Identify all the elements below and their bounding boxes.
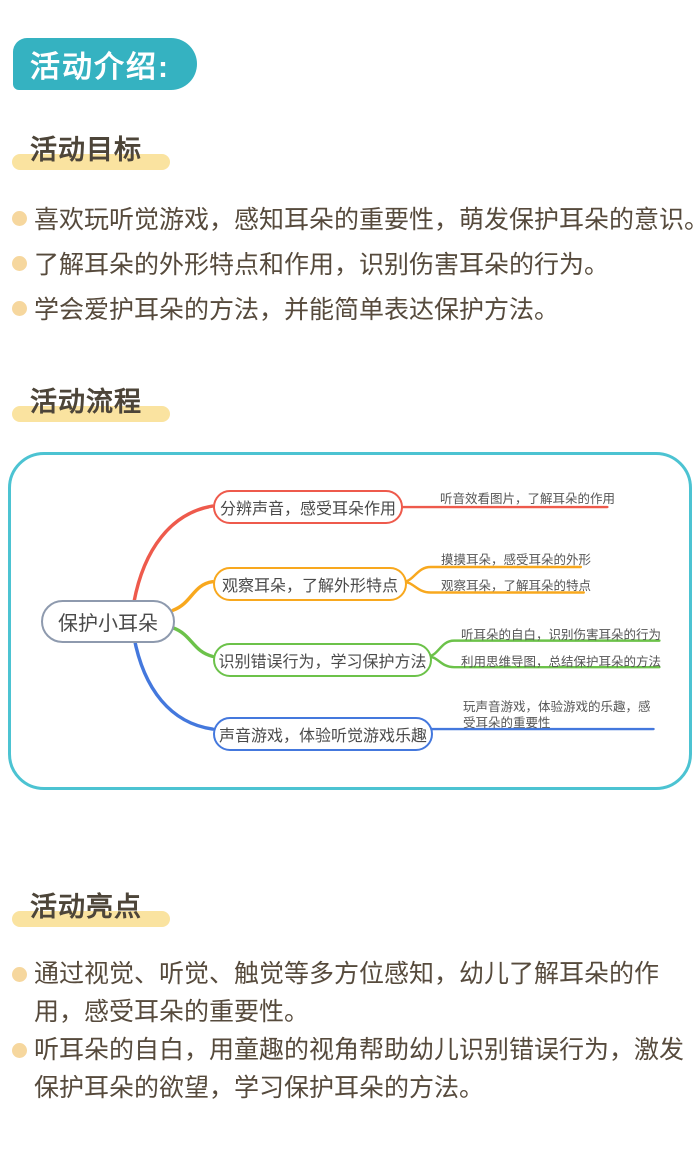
mindmap-connector-canvas: [132, 504, 661, 731]
highlights-list: 通过视觉、听觉、触觉等多方位感知，幼儿了解耳朵的作用，感受耳朵的重要性。 听耳朵…: [12, 955, 700, 1107]
page-title-badge: 活动介绍:: [13, 38, 197, 90]
highlights-heading: 活动亮点: [12, 891, 170, 927]
page-title: 活动介绍:: [30, 51, 170, 84]
list-item: 学会爱护耳朵的方法，并能简单表达保护方法。: [12, 288, 700, 333]
mindmap-leaf: 利用思维导图，总结保护耳朵的方法: [461, 655, 662, 669]
mindmap-leaf: 听音效看图片，了解耳朵的作用: [440, 492, 616, 506]
highlight-text: 通过视觉、听觉、触觉等多方位感知，幼儿了解耳朵的作用，感受耳朵的重要性。: [34, 960, 660, 1026]
goal-text: 学会爱护耳朵的方法，并能简单表达保护方法。: [34, 296, 560, 324]
goal-text: 喜欢玩听觉游戏，感知耳朵的重要性，萌发保护耳朵的意识。: [34, 206, 700, 234]
goals-heading: 活动目标: [12, 134, 170, 170]
bullet-dot-icon: [12, 211, 27, 226]
flow-heading-text: 活动流程: [30, 387, 142, 417]
branch-curve-red: [132, 504, 215, 605]
goals-heading-text: 活动目标: [30, 135, 142, 165]
mindmap-branch-node: 观察耳朵，了解外形特点: [213, 567, 407, 601]
mindmap-root-node: 保护小耳朵: [41, 600, 175, 643]
bullet-dot-icon: [12, 301, 27, 316]
list-item: 听耳朵的自白，用童趣的视角帮助幼儿识别错误行为，激发保护耳朵的欲望，学习保护耳朵…: [12, 1031, 700, 1107]
mindmap-leaf: 观察耳朵，了解耳朵的特点: [441, 579, 592, 593]
bullet-dot-icon: [12, 967, 27, 982]
highlight-text: 听耳朵的自白，用童趣的视角帮助幼儿识别错误行为，激发保护耳朵的欲望，学习保护耳朵…: [34, 1036, 685, 1102]
mindmap-leaf: 摸摸耳朵，感受耳朵的外形: [441, 553, 592, 567]
heading-highlight-bar: [12, 911, 170, 927]
bullet-dot-icon: [12, 256, 27, 271]
mindmap-branch-node: 声音游戏，体验听觉游戏乐趣: [213, 717, 433, 751]
branch-curve-orange: [171, 579, 215, 612]
list-item: 了解耳朵的外形特点和作用，识别伤害耳朵的行为。: [12, 243, 700, 288]
goals-list: 喜欢玩听觉游戏，感知耳朵的重要性，萌发保护耳朵的意识。 了解耳朵的外形特点和作用…: [12, 198, 700, 333]
branch-curve-blue: [132, 634, 215, 731]
heading-highlight-bar: [12, 154, 170, 170]
highlights-heading-text: 活动亮点: [30, 892, 142, 922]
list-item: 喜欢玩听觉游戏，感知耳朵的重要性，萌发保护耳朵的意识。: [12, 198, 700, 243]
flow-heading: 活动流程: [12, 386, 170, 422]
bullet-dot-icon: [12, 1043, 27, 1058]
mindmap-branch-node: 识别错误行为，学习保护方法: [213, 643, 432, 677]
heading-highlight-bar: [12, 406, 170, 422]
list-item: 通过视觉、听觉、触觉等多方位感知，幼儿了解耳朵的作用，感受耳朵的重要性。: [12, 955, 700, 1031]
mindmap-branch-node: 分辨声音，感受耳朵作用: [213, 490, 403, 524]
mindmap-leaf: 玩声音游戏，体验游戏的乐趣，感受耳朵的重要性: [463, 700, 651, 730]
mindmap-leaf: 听耳朵的自白，识别伤害耳朵的行为: [461, 628, 662, 642]
branch-curve-green: [171, 626, 215, 659]
goal-text: 了解耳朵的外形特点和作用，识别伤害耳朵的行为。: [34, 251, 610, 279]
mindmap-panel: 保护小耳朵 分辨声音，感受耳朵作用 观察耳朵，了解外形特点 识别错误行为，学习保…: [8, 452, 692, 790]
